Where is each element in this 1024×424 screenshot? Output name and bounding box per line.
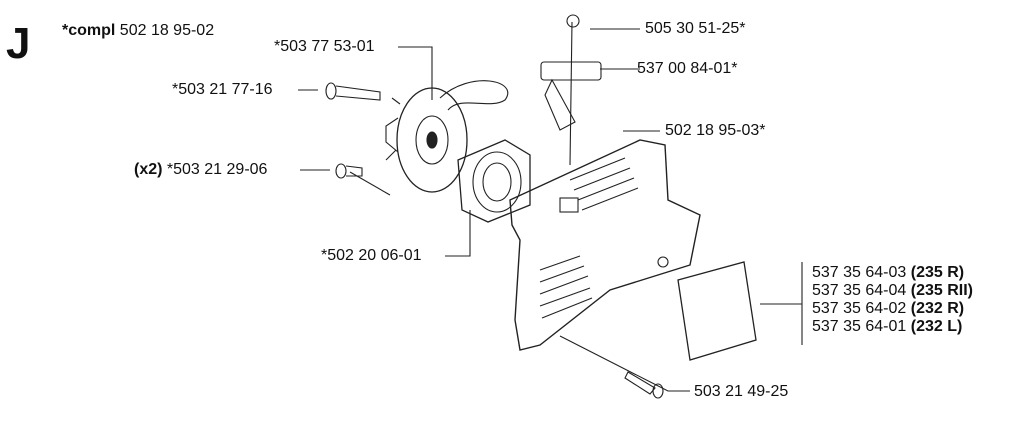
variant-number: 537 35 64-02 [812, 300, 907, 317]
complete-part-number: 502 18 95-02 [119, 22, 215, 39]
leader-line [398, 46, 433, 100]
quantity-label: (x2) [134, 161, 163, 178]
bottom-screw [624, 371, 656, 395]
pulley-hub [426, 131, 438, 149]
cover-rope-slot [559, 197, 579, 213]
leader-line [445, 210, 471, 257]
starter-handle-top [540, 61, 602, 81]
cover-screw-hole [657, 256, 669, 268]
spring-ring-inner [482, 162, 512, 202]
variant-model: (235 RII) [910, 282, 974, 299]
part-label: *503 21 77-16 [172, 81, 273, 98]
part-label-qty: (x2) *503 21 29-06 [134, 161, 267, 179]
complete-prefix: *compl [62, 22, 116, 39]
screw-shaft [345, 165, 363, 177]
variant-model: (232 R) [910, 300, 965, 317]
screw-shaft [335, 85, 381, 101]
screw-head [325, 82, 337, 100]
variant-number: 537 35 64-01 [812, 318, 907, 335]
handle-knob [566, 14, 580, 28]
variant-list: 537 35 64-03 (235 R) 537 35 64-04 (235 R… [812, 264, 973, 336]
cover-vent-lower [539, 255, 593, 319]
variant-row: 537 35 64-03 (235 R) [812, 264, 973, 282]
pulley-cog [385, 97, 401, 161]
screw-head [335, 163, 347, 179]
starter-handle-grip [544, 78, 576, 131]
part-number: *503 21 29-06 [166, 161, 268, 178]
variant-row: 537 35 64-01 (232 L) [812, 318, 973, 336]
starter-rope [439, 80, 509, 111]
starter-pulley [396, 87, 468, 193]
variant-model: (235 R) [910, 264, 965, 281]
part-label: *502 20 06-01 [321, 247, 422, 264]
variant-model: (232 L) [910, 318, 963, 335]
part-label: 537 00 84-01* [637, 60, 738, 77]
filter-pad [677, 261, 757, 361]
complete-assembly-label: *compl 502 18 95-02 [62, 22, 214, 40]
part-label: 505 30 51-25* [645, 20, 746, 37]
variant-row: 537 35 64-02 (232 R) [812, 300, 973, 318]
leader-line [559, 335, 690, 392]
variant-row: 537 35 64-04 (235 RII) [812, 282, 973, 300]
variant-number: 537 35 64-03 [812, 264, 907, 281]
section-letter: J [6, 19, 31, 68]
cover-vent-upper [569, 157, 639, 211]
variant-number: 537 35 64-04 [812, 282, 907, 299]
part-label: *503 77 53-01 [274, 38, 375, 55]
starter-cover [509, 139, 701, 351]
bottom-screw-head [652, 383, 664, 399]
spring-housing [457, 139, 531, 223]
part-label: 502 18 95-03* [665, 122, 766, 139]
starter-rope-vertical [569, 21, 573, 166]
pulley-inner [415, 115, 449, 165]
spring-ring [472, 151, 522, 213]
part-label: 503 21 49-25 [694, 383, 789, 400]
